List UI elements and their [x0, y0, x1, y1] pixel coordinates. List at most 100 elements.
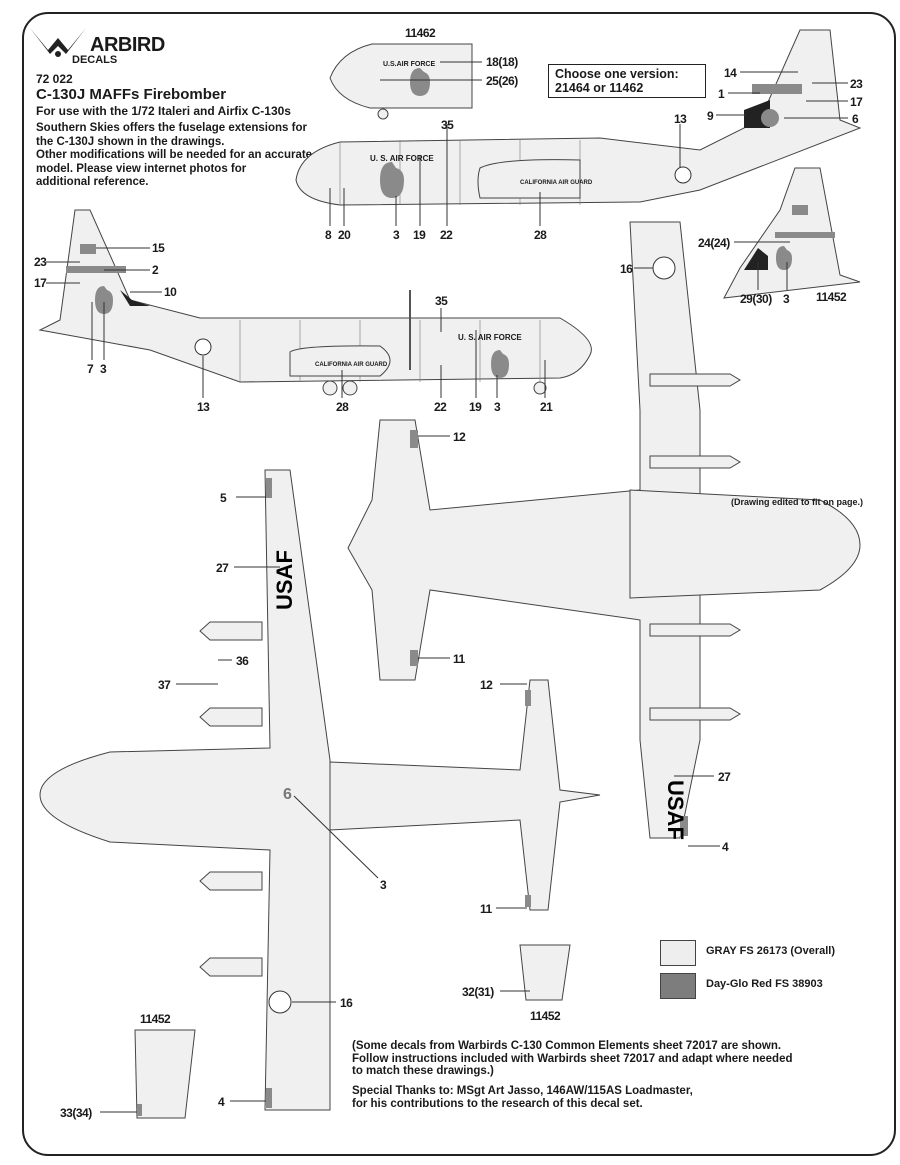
callout-23: 23	[850, 77, 863, 91]
legend-label: GRAY FS 26173 (Overall)	[706, 945, 836, 957]
wingtip-detail-serial-left: 11452	[140, 1012, 171, 1026]
lower-profile-pod-text: CALIFORNIA AIR GUARD	[315, 362, 388, 368]
thanks-line: for his contributions to the research of…	[352, 1097, 643, 1110]
callout-6: 6	[852, 112, 859, 126]
callout-28: 28	[534, 228, 547, 242]
callout-18: 18(18)	[486, 55, 518, 69]
callout-4-top: 4	[722, 840, 729, 854]
callout-19: 19	[413, 228, 426, 242]
callout-13: 13	[674, 112, 687, 126]
callout-23-lower: 23	[34, 255, 47, 269]
bottom-view-drawing: USAF	[39, 469, 601, 1111]
intro-line: the C-130J shown in the drawings.	[36, 135, 225, 148]
callout-3: 3	[393, 228, 400, 242]
note-line: to match these drawings.)	[352, 1065, 494, 1077]
note-line: (Some decals from Warbirds C-130 Common …	[352, 1040, 782, 1052]
bottom-view-usaf-wing-text: USAF	[272, 550, 297, 610]
callout-33: 33(34)	[60, 1106, 92, 1120]
legend-item-gray: GRAY FS 26173 (Overall)	[660, 940, 890, 966]
tail-detail-serial: 11452	[816, 290, 847, 304]
tail-detail-drawing	[723, 167, 861, 299]
upper-profile-pod-text: CALIFORNIA AIR GUARD	[520, 180, 593, 186]
callout-27-top: 27	[718, 770, 731, 784]
intro-line: Other modifications will be needed for a…	[36, 149, 313, 161]
callout-22: 22	[440, 228, 453, 242]
callout-4-bottom: 4	[218, 1095, 225, 1109]
logo-subtitle: DECALS	[72, 54, 118, 66]
upper-profile-us-air-force-text: U. S. AIR FORCE	[370, 154, 434, 163]
callout-25: 25(26)	[486, 74, 518, 88]
callout-35: 35	[441, 118, 454, 132]
callout-35-lower: 35	[435, 294, 448, 308]
callout-3-lower-tail: 3	[100, 362, 107, 376]
warbird-logo: ARBIRD DECALS	[28, 24, 165, 70]
callout-13-lower: 13	[197, 400, 210, 414]
callout-29: 29(30)	[740, 292, 772, 306]
version-choice-heading: Choose one version:	[555, 67, 679, 81]
callout-17: 17	[850, 95, 863, 109]
callout-12-bottom: 12	[480, 678, 493, 692]
wingtip-detail-serial-right: 11452	[530, 1009, 561, 1023]
nose-detail-number-six	[410, 68, 430, 96]
nose-us-air-force-text: U.S.AIR FORCE	[383, 61, 436, 68]
callout-16-top: 16	[620, 262, 633, 276]
bottom-view-number-six: 6	[283, 786, 292, 803]
common-elements-note: (Some decals from Warbirds C-130 Common …	[352, 1040, 872, 1078]
wingtip-detail-drawings	[100, 944, 571, 1119]
callout-8: 8	[325, 228, 332, 242]
callout-9: 9	[707, 109, 714, 123]
drawing-edited-note: (Drawing edited to fit on page.)	[731, 497, 863, 507]
top-view-drawing: USAF	[347, 221, 861, 847]
intro-line: model. Please view internet photos for	[36, 162, 247, 175]
version-choice-serials: 21464 or 11462	[555, 81, 644, 95]
lower-profile-number-six	[491, 350, 509, 378]
intro-line: additional reference.	[36, 176, 149, 188]
callout-7: 7	[87, 362, 94, 376]
thanks-line: Special Thanks to: MSgt Art Jasso, 146AW…	[352, 1085, 693, 1097]
upper-profile-number-six	[380, 162, 404, 198]
callout-3-bottom: 3	[380, 878, 387, 892]
legend-item-dayglo-red: Day-Glo Red FS 38903	[660, 973, 890, 999]
callout-11-bottom: 11	[480, 902, 492, 916]
callout-11-top: 11	[453, 652, 465, 666]
callout-2: 2	[152, 263, 159, 277]
callout-17-lower: 17	[34, 276, 47, 290]
intro-line: Southern Skies offers the fuselage exten…	[36, 122, 307, 134]
catalog-number: 72 022	[36, 72, 73, 86]
gray-swatch	[660, 940, 696, 966]
aircraft-logo-icon	[30, 28, 86, 57]
callout-27-bottom: 27	[216, 561, 229, 575]
callout-12-top: 12	[453, 430, 466, 444]
note-line: Follow instructions included with Warbir…	[352, 1052, 793, 1065]
callout-3-lower: 3	[494, 400, 501, 414]
callout-21: 21	[540, 400, 553, 414]
callout-22-lower: 22	[434, 400, 447, 414]
upper-profile-drawing	[295, 29, 862, 226]
callout-24: 24(24)	[698, 236, 730, 250]
callout-5: 5	[220, 491, 227, 505]
callout-16-bottom: 16	[340, 996, 353, 1010]
callout-36: 36	[236, 654, 249, 668]
callout-3-tail: 3	[783, 292, 790, 306]
dayglo-red-swatch	[660, 973, 696, 999]
logo-wordmark: ARBIRD	[90, 34, 165, 56]
callout-1: 1	[718, 87, 725, 101]
nose-detail-serial: 11462	[405, 26, 436, 40]
callout-20: 20	[338, 228, 351, 242]
decal-sheet-border	[22, 12, 896, 1156]
intro-text: Southern Skies offers the fuselage exten…	[36, 122, 326, 190]
callout-14: 14	[724, 66, 737, 80]
callout-19-lower: 19	[469, 400, 482, 414]
callout-10: 10	[164, 285, 177, 299]
callout-37: 37	[158, 678, 171, 692]
callout-15: 15	[152, 241, 165, 255]
nose-detail-drawing	[329, 43, 482, 120]
legend-label: Day-Glo Red FS 38903	[706, 978, 823, 990]
lower-profile-us-air-force-text: U. S. AIR FORCE	[458, 333, 522, 342]
sheet-subtitle: For use with the 1/72 Italeri and Airfix…	[36, 104, 291, 118]
callout-28-lower: 28	[336, 400, 349, 414]
callout-32: 32(31)	[462, 985, 494, 999]
sheet-title: C-130J MAFFs Firebomber	[36, 86, 227, 103]
version-choice-box: Choose one version: 21464 or 11462	[548, 64, 706, 98]
